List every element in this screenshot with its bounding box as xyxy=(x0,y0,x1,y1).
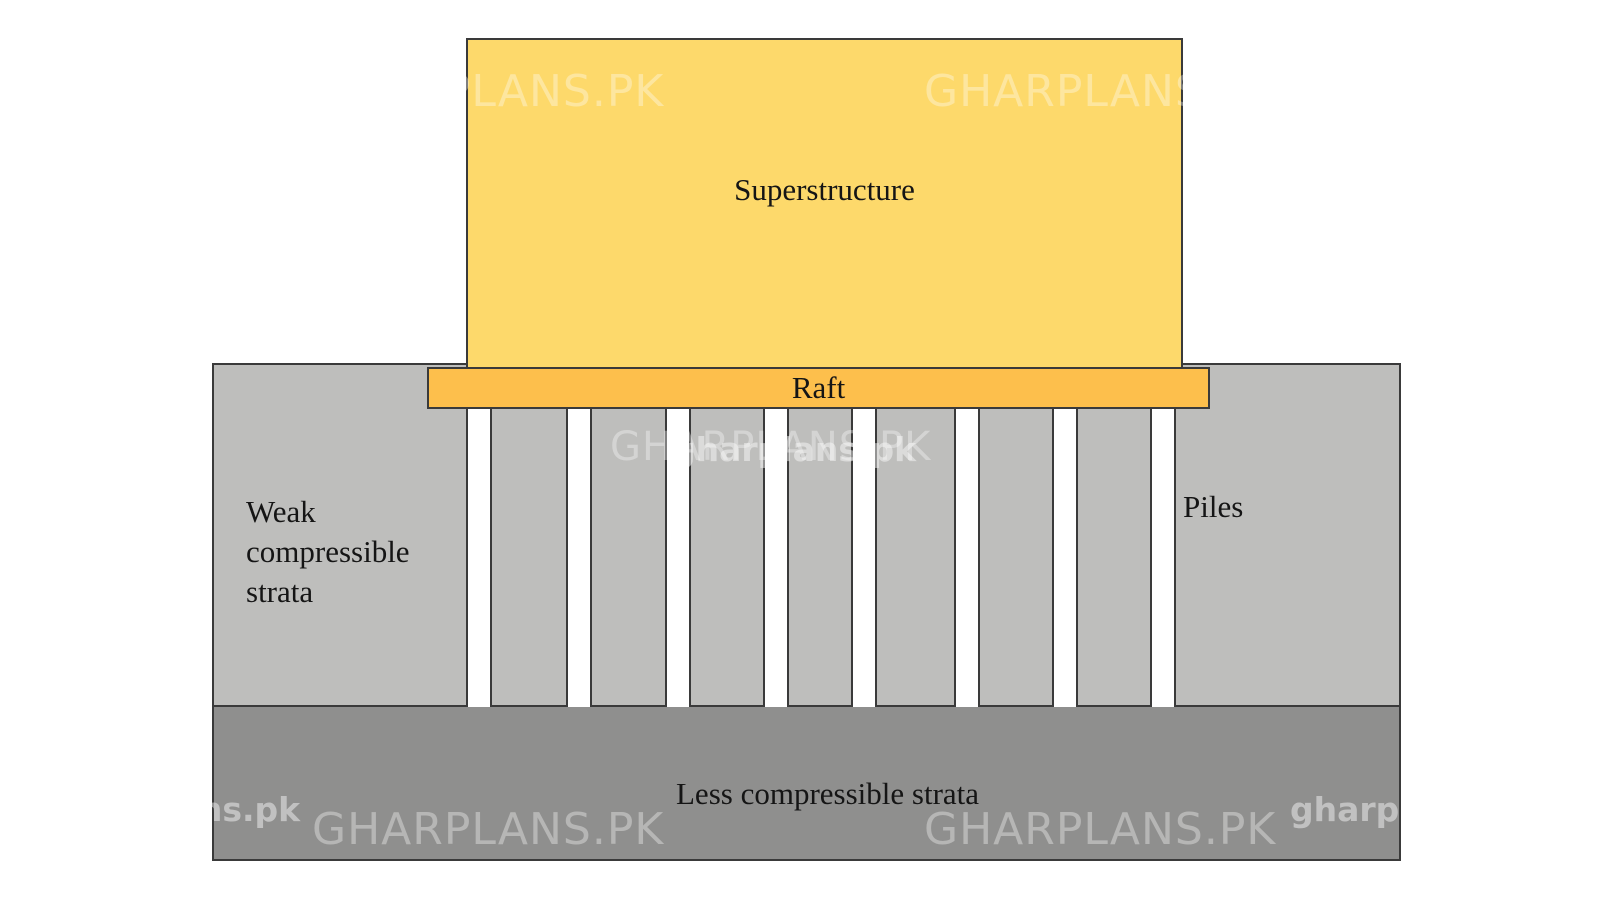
pile xyxy=(954,409,980,707)
pile xyxy=(763,409,789,707)
less-compressible-strata-layer xyxy=(212,705,1401,861)
superstructure-block: Superstructure xyxy=(466,38,1183,371)
superstructure-label: Superstructure xyxy=(734,172,915,207)
raft-slab: Raft xyxy=(427,367,1210,409)
weak-compressible-strata-layer xyxy=(212,363,1401,707)
piles-label: Piles xyxy=(1183,489,1244,524)
pile xyxy=(566,409,592,707)
pile xyxy=(665,409,691,707)
pile xyxy=(1150,409,1176,707)
less-strata-label: Less compressible strata xyxy=(676,776,980,811)
pile xyxy=(1052,409,1078,707)
watermark-text: gharplans.pk xyxy=(56,72,301,111)
watermark-text: gharplans.pk xyxy=(1290,72,1535,111)
raft-label: Raft xyxy=(791,370,846,405)
weak-strata-label: Weak compressible strata xyxy=(246,494,410,609)
pile xyxy=(851,409,877,707)
pile xyxy=(466,409,492,707)
